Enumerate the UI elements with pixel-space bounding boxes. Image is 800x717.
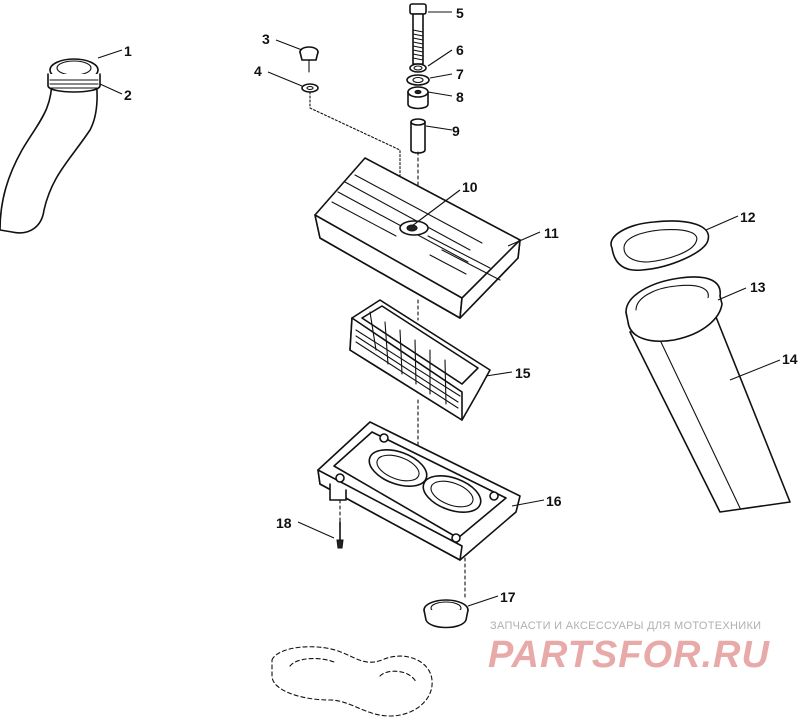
knob-fastener	[299, 46, 319, 73]
washer-large	[406, 74, 430, 86]
callout-17: 17	[500, 589, 516, 605]
air-filter-element	[349, 299, 491, 421]
o-ring	[409, 63, 427, 73]
callouts: 1 2 3 4 5 6 7 8 9 10 11 12 13 14 15 16 1…	[124, 5, 798, 605]
callout-18: 18	[276, 515, 292, 531]
washer-small	[301, 83, 319, 93]
engine-reference-outline	[271, 646, 433, 717]
callout-5: 5	[456, 5, 464, 21]
bolt	[409, 3, 427, 65]
screw	[336, 521, 344, 549]
gasket	[610, 220, 710, 272]
callout-10: 10	[462, 179, 478, 195]
spacer-sleeve	[410, 118, 426, 154]
callout-14: 14	[782, 351, 798, 367]
callout-12: 12	[740, 209, 756, 225]
intake-duct-right	[625, 276, 791, 513]
callout-6: 6	[456, 42, 464, 58]
air-box-base	[317, 421, 521, 561]
callout-11: 11	[544, 225, 559, 241]
callout-15: 15	[515, 365, 531, 381]
intake-tube-left	[0, 58, 101, 234]
callout-8: 8	[456, 89, 464, 105]
callout-4: 4	[254, 63, 262, 79]
base-boot	[423, 599, 469, 629]
watermark-caption: ЗАПЧАСТИ И АКСЕССУАРЫ ДЛЯ МОТОТЕХНИКИ	[490, 620, 762, 632]
callout-1: 1	[124, 43, 132, 59]
leader-lines	[97, 11, 781, 607]
grommet	[407, 86, 429, 110]
callout-3: 3	[262, 31, 270, 47]
air-box-cover	[314, 157, 521, 319]
callout-16: 16	[546, 493, 562, 509]
callout-13: 13	[750, 279, 766, 295]
callout-7: 7	[456, 66, 464, 82]
callout-9: 9	[452, 123, 460, 139]
watermark-logo: PARTSFOR.RU	[488, 634, 770, 676]
callout-2: 2	[124, 87, 132, 103]
